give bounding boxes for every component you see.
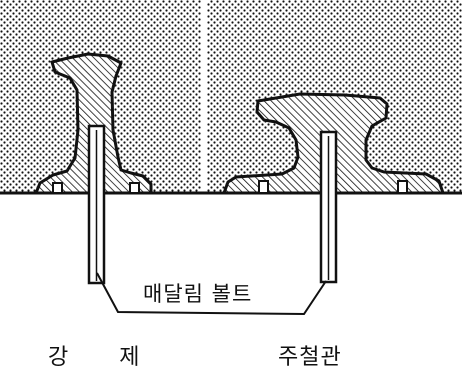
- steel-base-slot-left: [52, 182, 63, 194]
- steel-base-slot-right: [129, 182, 140, 194]
- cast-base-slot-left: [258, 180, 269, 194]
- steel-label: 강 제: [48, 345, 162, 370]
- leader-bracket: [96, 272, 327, 316]
- steel-rail-section: [34, 52, 153, 195]
- hanging-bolt-label: 매달림 볼트: [139, 284, 257, 305]
- cast-iron-pipe-label: 주철관: [278, 345, 342, 370]
- cast-base-slot-right: [397, 180, 408, 194]
